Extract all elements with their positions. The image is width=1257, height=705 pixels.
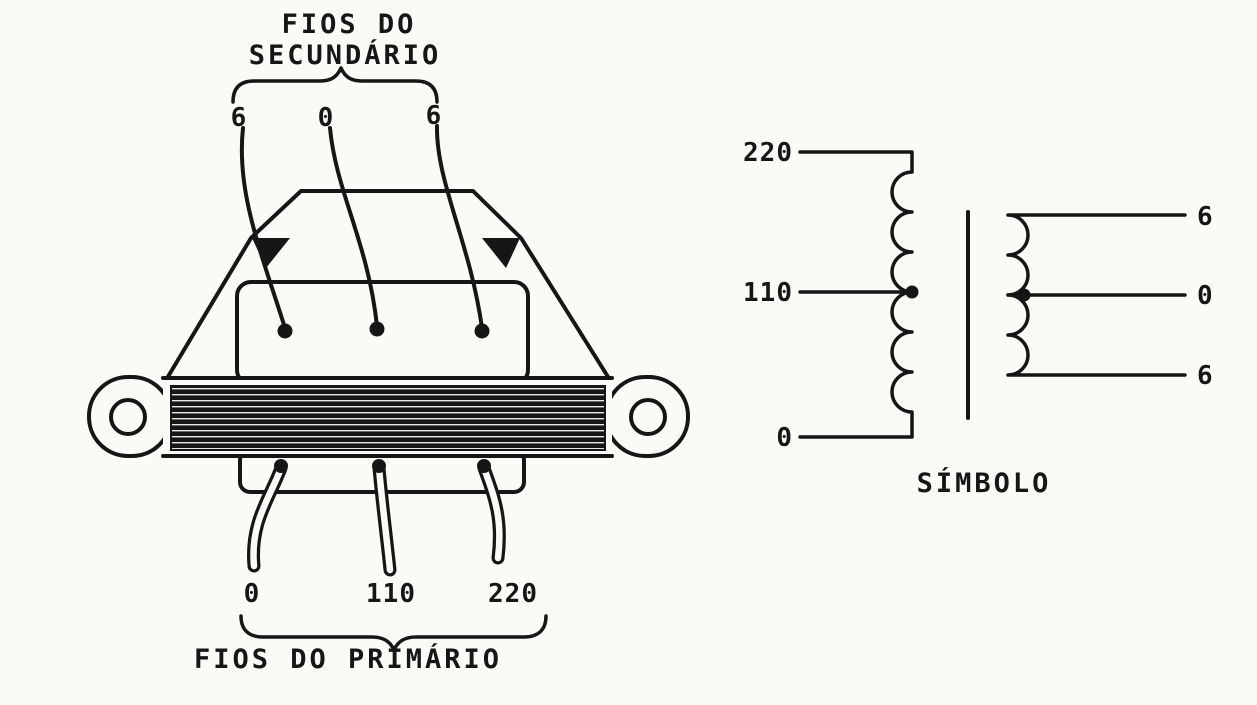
- primary-wire-left-core: [250, 464, 285, 570]
- symbol-secondary-label-0: 0: [1197, 281, 1214, 311]
- right-corner-wedge: [482, 238, 520, 268]
- symbol-secondary-label-6-top: 6: [1197, 202, 1214, 232]
- primary-wire-dot-right: [477, 459, 491, 473]
- symbol-primary-coil: [798, 150, 914, 439]
- secondary-wire-middle: [328, 126, 379, 328]
- right-mounting-ear: [604, 375, 690, 458]
- primary-wires: [246, 461, 506, 577]
- symbol-caption: SÍMBOLO: [917, 467, 1052, 499]
- winding-bell-outline: [164, 189, 612, 382]
- symbol-secondary-tap-dot: [1017, 288, 1031, 302]
- secondary-caption-line1: FIOS DO: [282, 9, 417, 40]
- primary-wire-right-core: [480, 464, 503, 562]
- secondary-tap-label-left: 6: [231, 103, 248, 133]
- primary-tap-label-right: 220: [488, 579, 538, 609]
- secondary-brace: [231, 66, 439, 104]
- secondary-tap-label-right: 6: [426, 101, 443, 131]
- secondary-wire-dot-left: [277, 323, 293, 339]
- primary-wire-dot-middle: [372, 459, 386, 473]
- secondary-tap-label-middle: 0: [318, 103, 335, 133]
- left-corner-wedge: [252, 238, 290, 268]
- primary-wire-dot-left: [274, 459, 288, 473]
- core-laminations: [170, 385, 606, 451]
- symbol-primary-label-220: 220: [743, 138, 793, 168]
- left-mounting-ear: [87, 375, 173, 458]
- primary-caption: FIOS DO PRIMÁRIO: [194, 643, 502, 675]
- secondary-wire-dot-middle: [369, 321, 385, 337]
- secondary-wire-left: [239, 126, 287, 330]
- primary-wire-middle-core: [375, 464, 394, 574]
- left-ear-hole: [109, 398, 147, 436]
- transformer-illustration: FIOS DO SECUNDÁRIO 6 0 6 0 110 220 FIOS …: [87, 9, 690, 675]
- symbol-primary-tap-dot: [905, 285, 919, 299]
- symbol-primary-label-110: 110: [743, 278, 793, 308]
- symbol-primary-label-0: 0: [776, 423, 793, 453]
- secondary-wire-dot-right: [474, 323, 490, 339]
- primary-tap-label-middle: 110: [366, 579, 416, 609]
- primary-tap-label-left: 0: [244, 579, 261, 609]
- symbol-secondary-label-6-bottom: 6: [1197, 361, 1214, 391]
- secondary-caption-line2: SECUNDÁRIO: [249, 39, 442, 71]
- transformer-symbol: 220 110 0 6 0 6 SÍMBOLO: [743, 138, 1214, 499]
- right-ear-hole: [629, 398, 667, 436]
- secondary-wire-right: [434, 124, 484, 330]
- primary-brace: [239, 614, 548, 652]
